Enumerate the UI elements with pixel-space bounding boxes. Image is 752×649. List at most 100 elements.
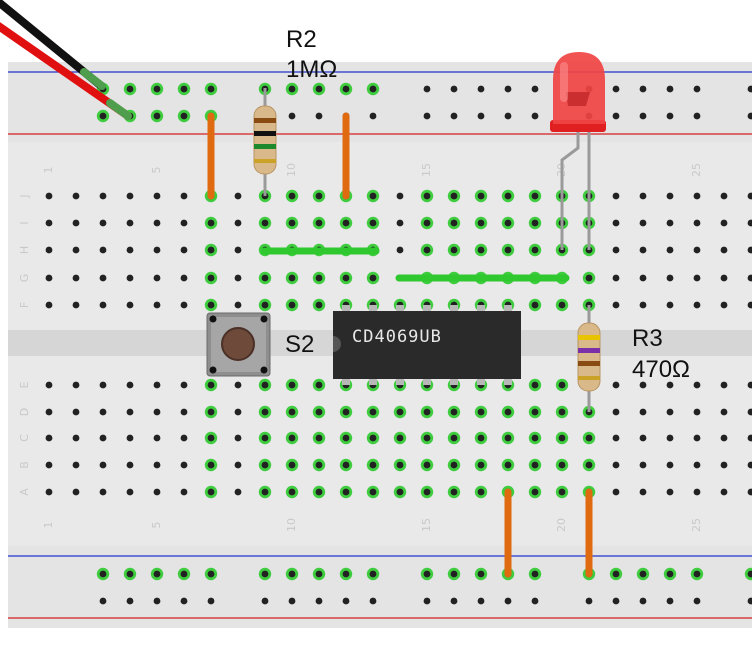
terminal-hole: [126, 381, 134, 389]
terminal-hole: [153, 488, 161, 496]
terminal-hole: [693, 408, 701, 416]
terminal-hole: [72, 434, 80, 442]
terminal-hole: [180, 246, 188, 254]
terminal-hole: [126, 219, 134, 227]
column-number-label: 1: [42, 522, 55, 529]
terminal-hole: [666, 488, 674, 496]
terminal-hole: [315, 381, 323, 389]
rail-hole: [477, 597, 485, 605]
terminal-hole: [45, 274, 53, 282]
terminal-hole: [531, 488, 539, 496]
terminal-hole: [315, 461, 323, 469]
rail-hole: [477, 570, 485, 578]
terminal-hole: [369, 192, 377, 200]
terminal-hole: [693, 192, 701, 200]
ic-chip: [333, 305, 521, 385]
terminal-hole: [612, 488, 620, 496]
rail-hole: [126, 85, 134, 93]
terminal-hole: [72, 219, 80, 227]
terminal-hole: [153, 219, 161, 227]
terminal-hole: [369, 461, 377, 469]
terminal-hole: [612, 301, 620, 309]
terminal-hole: [558, 301, 566, 309]
terminal-hole: [153, 274, 161, 282]
column-number-label: 25: [690, 163, 703, 177]
ic-pin: [369, 374, 377, 385]
terminal-hole: [153, 461, 161, 469]
terminal-hole: [639, 434, 647, 442]
terminal-hole: [315, 434, 323, 442]
terminal-hole: [207, 246, 215, 254]
terminal-hole: [234, 434, 242, 442]
terminal-hole: [261, 219, 269, 227]
terminal-hole: [342, 434, 350, 442]
ic-pin: [477, 374, 485, 385]
terminal-hole: [747, 219, 752, 227]
terminal-hole: [477, 434, 485, 442]
column-number-label: 20: [555, 518, 568, 532]
row-letter-label: C: [18, 434, 31, 442]
ic-pin: [423, 374, 431, 385]
rail-hole: [666, 570, 674, 578]
terminal-hole: [207, 274, 215, 282]
row-letter-label: D: [18, 408, 31, 416]
terminal-hole: [639, 408, 647, 416]
rail-hole: [612, 570, 620, 578]
ic-pin: [504, 305, 512, 316]
terminal-hole: [261, 408, 269, 416]
rail-hole: [207, 570, 215, 578]
terminal-hole: [423, 488, 431, 496]
terminal-hole: [315, 301, 323, 309]
terminal-hole: [315, 274, 323, 282]
rail-hole: [180, 597, 188, 605]
terminal-hole: [639, 301, 647, 309]
terminal-hole: [693, 274, 701, 282]
rail-hole: [180, 85, 188, 93]
terminal-hole: [126, 246, 134, 254]
row-letter-label: B: [18, 461, 31, 469]
terminal-hole: [612, 192, 620, 200]
column-number-label: 5: [150, 167, 163, 174]
terminal-hole: [450, 246, 458, 254]
column-number-label: 15: [420, 163, 433, 177]
terminal-hole: [747, 192, 752, 200]
terminal-hole: [207, 301, 215, 309]
terminal-hole: [720, 461, 728, 469]
terminal-hole: [450, 192, 458, 200]
terminal-hole: [423, 192, 431, 200]
terminal-hole: [45, 219, 53, 227]
terminal-hole: [153, 301, 161, 309]
rail-hole: [180, 570, 188, 578]
terminal-hole: [126, 274, 134, 282]
terminal-hole: [234, 488, 242, 496]
rail-hole: [666, 112, 674, 120]
rail-hole: [504, 112, 512, 120]
terminal-hole: [693, 488, 701, 496]
rail-hole: [342, 85, 350, 93]
terminal-hole: [747, 408, 752, 416]
terminal-hole: [153, 434, 161, 442]
terminal-hole: [207, 219, 215, 227]
rail-hole: [423, 570, 431, 578]
rail-hole: [153, 112, 161, 120]
terminal-hole: [45, 246, 53, 254]
terminal-hole: [693, 246, 701, 254]
terminal-hole: [153, 408, 161, 416]
terminal-hole: [234, 219, 242, 227]
terminal-hole: [693, 381, 701, 389]
terminal-hole: [45, 461, 53, 469]
terminal-hole: [288, 461, 296, 469]
terminal-hole: [612, 461, 620, 469]
terminal-hole: [720, 408, 728, 416]
terminal-hole: [747, 246, 752, 254]
terminal-hole: [72, 381, 80, 389]
terminal-hole: [180, 219, 188, 227]
terminal-hole: [747, 488, 752, 496]
terminal-hole: [531, 219, 539, 227]
terminal-hole: [396, 461, 404, 469]
rail-hole: [126, 570, 134, 578]
terminal-hole: [477, 461, 485, 469]
terminal-hole: [45, 488, 53, 496]
rail-hole: [531, 597, 539, 605]
terminal-hole: [450, 488, 458, 496]
